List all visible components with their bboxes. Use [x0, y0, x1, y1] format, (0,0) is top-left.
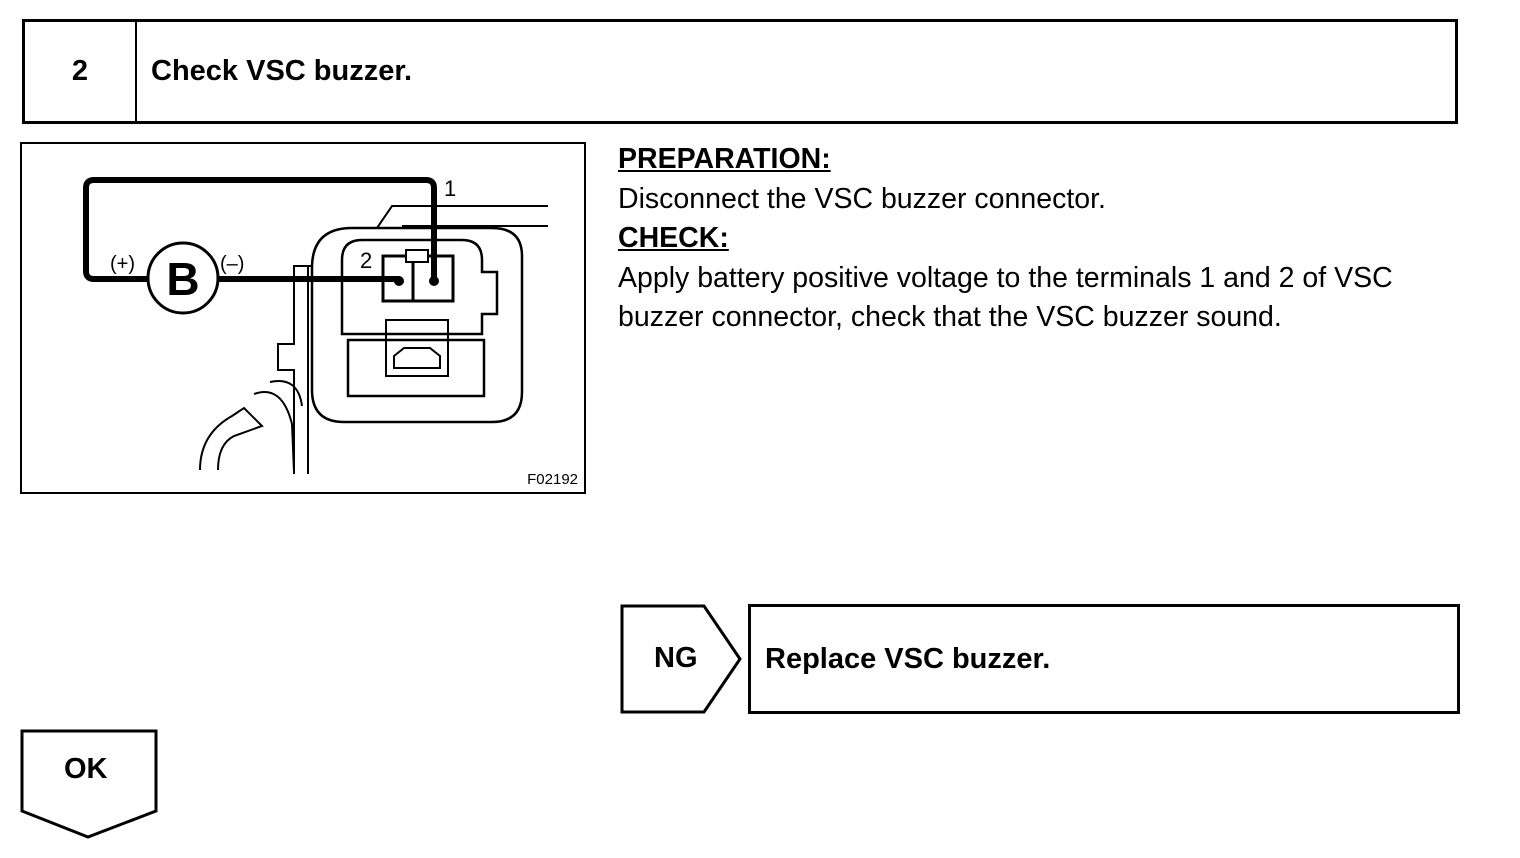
- latch-outer: [385, 319, 449, 377]
- terminal-lock: [405, 249, 429, 263]
- connector-inner: [340, 238, 499, 336]
- minus-label: (–): [220, 253, 244, 275]
- ng-arrow-shape: [620, 604, 742, 714]
- check-heading: CHECK:: [618, 222, 729, 254]
- terminal-1-label: 1: [444, 176, 456, 201]
- terminal-1-probe: [429, 276, 439, 286]
- mounting-bracket: [277, 265, 312, 474]
- harness-line-top: [376, 205, 548, 229]
- check-text: Apply battery positive voltage to the te…: [618, 261, 1393, 334]
- ok-arrow-shape: [20, 729, 158, 839]
- connector-lower-frame: [346, 338, 486, 398]
- step-header: 2 Check VSC buzzer.: [22, 19, 1458, 124]
- battery-label: B: [166, 253, 199, 305]
- figure-code: F02192: [527, 471, 578, 488]
- plus-label: (+): [110, 253, 135, 275]
- ng-label: NG: [654, 642, 698, 674]
- connector-diagram: B (+) (–) 1 2: [83, 176, 548, 474]
- preparation-text: Disconnect the VSC buzzer connector.: [618, 182, 1106, 215]
- terminal-1-cavity: [411, 254, 455, 303]
- step-title: Check VSC buzzer.: [151, 55, 413, 87]
- wiring-figure: B (+) (–) 1 2 F02192: [20, 142, 586, 494]
- ok-label: OK: [64, 753, 108, 785]
- ng-action-text: Replace VSC buzzer.: [765, 642, 1051, 675]
- ok-branch: OK: [20, 729, 160, 846]
- instructions: PREPARATION: Disconnect the VSC buzzer c…: [618, 140, 1478, 338]
- positive-wire: [83, 177, 437, 284]
- connector-outer: [310, 226, 524, 424]
- terminal-2-label: 2: [360, 248, 372, 273]
- hook-right: [253, 380, 303, 473]
- preparation-heading: PREPARATION:: [618, 143, 831, 175]
- hook-left: [199, 406, 264, 471]
- ng-branch: NG: [620, 604, 744, 721]
- step-number: 2: [25, 22, 137, 121]
- latch-inner: [393, 347, 441, 369]
- battery-symbol: [146, 241, 220, 315]
- ng-action-box: Replace VSC buzzer.: [748, 604, 1460, 714]
- terminal-2-probe: [394, 276, 404, 286]
